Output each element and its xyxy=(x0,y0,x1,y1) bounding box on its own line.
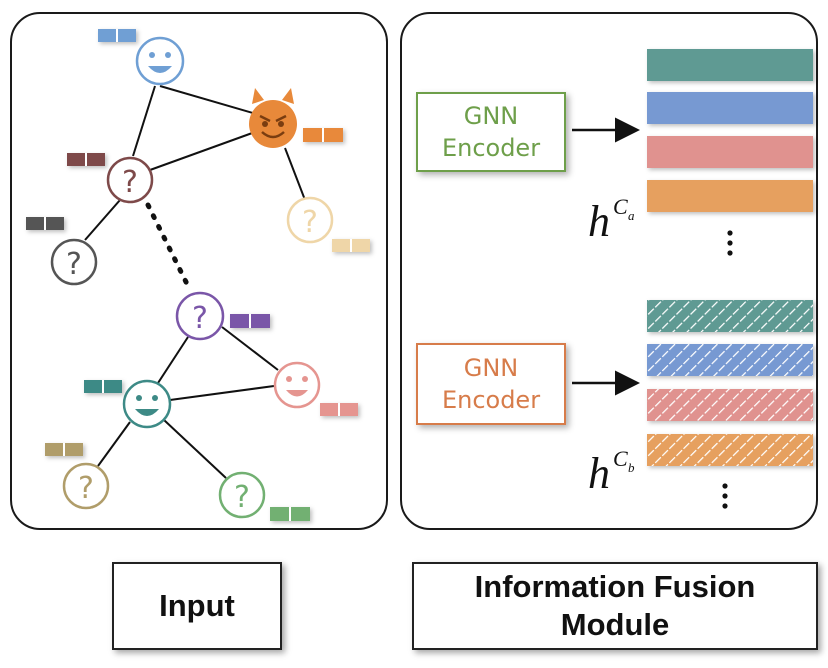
edge xyxy=(84,199,121,241)
fusion-caption-line2: Module xyxy=(560,607,670,642)
input-caption-text: Input xyxy=(159,588,235,623)
feature-tag xyxy=(45,443,83,456)
embedding-label-a: h C a xyxy=(588,194,648,246)
light-question-node: ? xyxy=(286,196,334,244)
embedding-bar-blue xyxy=(647,92,813,124)
feature-tag xyxy=(320,403,358,416)
edge xyxy=(284,147,306,201)
label-a-sub: a xyxy=(628,208,635,223)
pink-smiley-node xyxy=(273,361,321,409)
label-b-sup: C xyxy=(613,446,628,471)
feature-tag xyxy=(230,314,270,328)
gnn-encoder-a: GNN Encoder xyxy=(416,92,566,172)
edge xyxy=(149,131,256,171)
embedding-bar-orange xyxy=(647,180,813,212)
feature-tag xyxy=(270,507,310,521)
label-a-symbol: h xyxy=(588,197,610,246)
graph-edges xyxy=(84,85,306,479)
feature-tag xyxy=(26,217,64,230)
embedding-stack-b xyxy=(647,300,813,466)
label-b-symbol: h xyxy=(588,449,610,498)
feature-tag xyxy=(67,153,105,166)
edge xyxy=(163,419,227,479)
embedding-bar-pink xyxy=(647,136,813,168)
edge xyxy=(145,202,193,293)
encoder-b-line1: GNN xyxy=(463,354,519,382)
edge xyxy=(97,421,131,467)
purple-question-node: ? xyxy=(175,291,225,341)
ellipsis-a xyxy=(727,230,733,256)
encoder-a-line1: GNN xyxy=(463,102,519,130)
brown-question-node: ? xyxy=(106,156,154,204)
encoder-a-line2: Encoder xyxy=(441,134,541,162)
svg-text:?: ? xyxy=(66,247,82,282)
embedding-bar-teal xyxy=(647,49,813,81)
devil-node xyxy=(249,88,297,148)
encoder-b-line2: Encoder xyxy=(441,386,541,414)
edge xyxy=(157,336,189,384)
input-caption: Input xyxy=(112,562,282,650)
feature-tag xyxy=(98,29,136,42)
feature-tags xyxy=(26,29,370,521)
blue-smiley-node xyxy=(135,36,185,86)
edge xyxy=(169,385,275,401)
ellipsis-b xyxy=(722,483,728,509)
svg-text:?: ? xyxy=(122,165,138,200)
label-a-sup: C xyxy=(613,194,628,219)
svg-text:?: ? xyxy=(302,205,318,240)
feature-tag xyxy=(332,239,370,252)
edge xyxy=(221,326,279,371)
gnn-encoder-b: GNN Encoder xyxy=(416,343,566,425)
fusion-caption: Information Fusion Module xyxy=(412,562,818,650)
edge xyxy=(159,85,271,119)
svg-text:?: ? xyxy=(192,301,208,336)
teal-smiley-node xyxy=(122,379,172,429)
edge xyxy=(132,85,156,157)
gray-question-node: ? xyxy=(50,238,98,286)
embedding-stack-a xyxy=(647,49,813,212)
svg-text:?: ? xyxy=(78,471,94,506)
feature-tag xyxy=(303,128,343,142)
embedding-label-b: h C b xyxy=(588,446,648,498)
label-b-sub: b xyxy=(628,460,635,475)
feature-tag xyxy=(84,380,122,393)
green-question-node: ? xyxy=(218,471,266,519)
fusion-caption-line1: Information Fusion xyxy=(474,569,756,604)
tan-question-node: ? xyxy=(62,462,110,510)
svg-text:?: ? xyxy=(234,480,250,515)
